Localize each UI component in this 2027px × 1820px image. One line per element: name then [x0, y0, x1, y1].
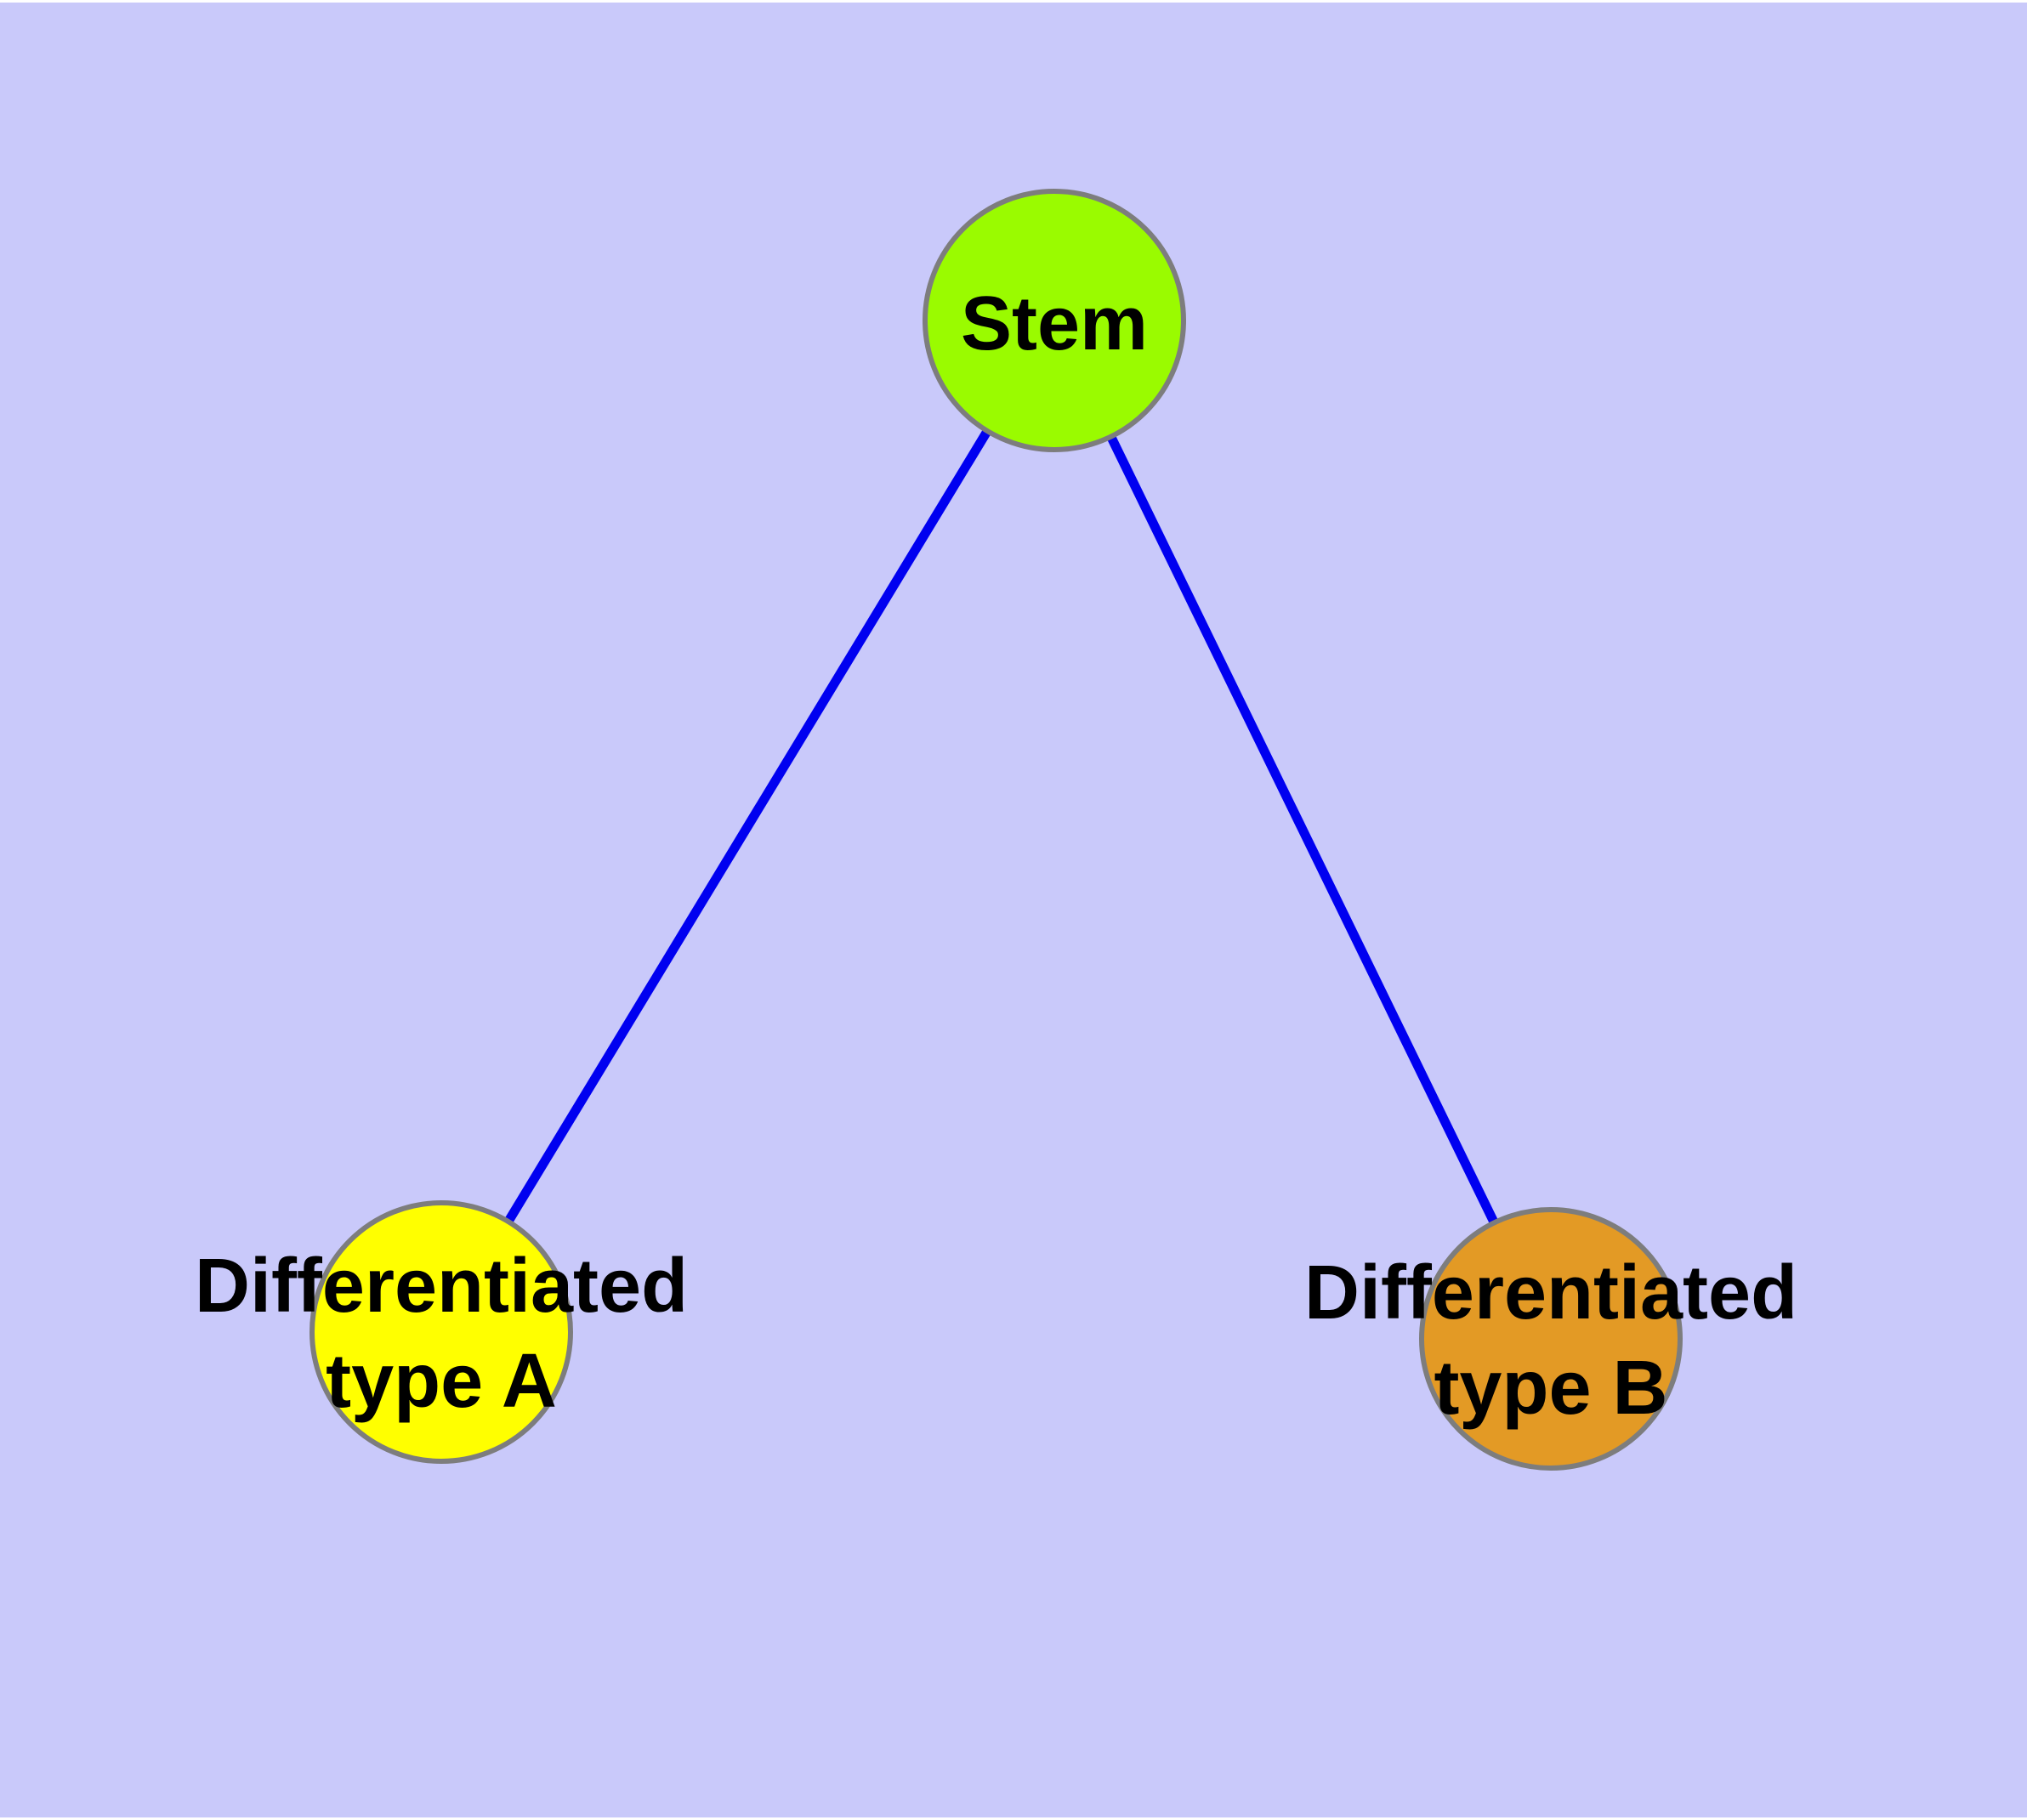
edge-stem-to-type-a [437, 318, 1059, 1335]
type-a-node-label: Differentiated type A [194, 1244, 689, 1424]
top-margin-strip [0, 0, 2027, 3]
type-b-node-circle [1419, 1207, 1683, 1471]
stem-node-circle [923, 189, 1186, 452]
stem-node-label: Stem [960, 281, 1149, 366]
type-a-node-circle [309, 1200, 573, 1464]
edge-stem-to-type-b [1050, 318, 1555, 1341]
diagram-canvas: Stem Differentiated type A Differentiate… [0, 3, 2027, 1817]
graph-svg [309, 189, 1683, 1471]
type-b-node-label: Differentiated type B [1303, 1250, 1798, 1431]
